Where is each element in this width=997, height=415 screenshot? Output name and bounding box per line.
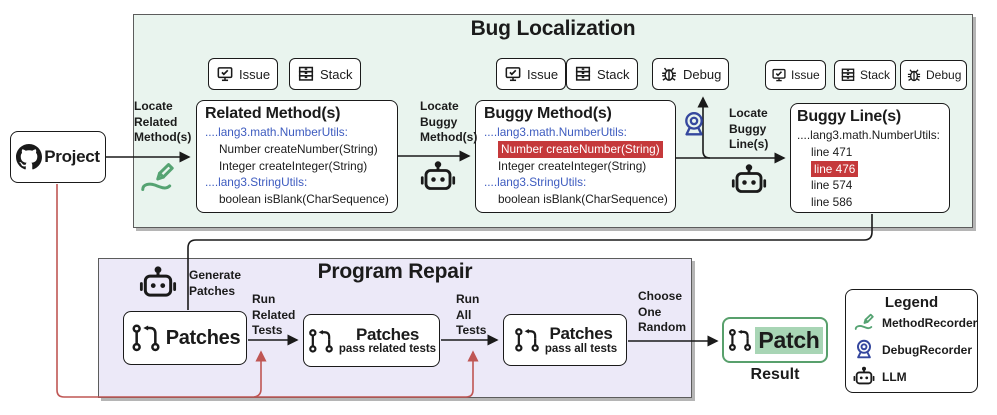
debug-chip-3: Debug: [900, 60, 968, 90]
github-icon: [16, 144, 43, 170]
code-line: line 574: [811, 178, 853, 193]
debug-chip-2: Debug: [652, 58, 730, 90]
patches-title: Patches: [549, 324, 613, 344]
pen-squiggle-icon: [138, 160, 176, 198]
stack-icon: [840, 67, 856, 83]
patches-title: Patches: [165, 326, 241, 349]
bug-icon: [660, 65, 678, 83]
code-line: Number createNumber(String): [219, 141, 378, 156]
project-label: Project: [44, 147, 100, 166]
chip-label: Stack: [860, 68, 891, 82]
buggy-lines-box: Buggy Line(s) ....lang3.math.NumberUtils…: [790, 103, 950, 213]
code-line: Integer createInteger(String): [498, 158, 647, 173]
patches-subtitle: pass all tests: [544, 342, 618, 355]
choose-one-random-label: Choose One Random: [638, 289, 686, 335]
patches-box-1: Patches: [123, 311, 247, 365]
code-line: Integer createInteger(String): [219, 158, 368, 173]
patches-box-3: Patches pass all tests: [503, 314, 627, 366]
stack-chip-3: Stack: [834, 60, 897, 90]
patches-subtitle: pass related tests: [338, 343, 437, 356]
project-box: Project: [10, 131, 106, 183]
code-line: boolean isBlank(CharSequence): [498, 192, 668, 206]
stack-icon: [297, 65, 315, 83]
legend-title: Legend: [884, 294, 939, 311]
legend-label: DebugRecorder: [882, 343, 973, 357]
robot-icon: [139, 265, 177, 303]
code-line: ....lang3.math.NumberUtils:: [797, 128, 940, 142]
issue-chip-2: Issue: [496, 58, 567, 90]
issue-chip-3: Issue: [765, 60, 826, 90]
legend-label: LLM: [882, 370, 907, 384]
legend-label: MethodRecorder: [882, 316, 978, 330]
legend-item-debug-recorder: DebugRecorder: [853, 338, 973, 362]
bug-localization-title: Bug Localization: [470, 17, 636, 40]
code-line: line 471: [811, 144, 853, 159]
patch-label: Patch: [755, 326, 823, 354]
patches-box-2: Patches pass related tests: [303, 314, 440, 367]
stack-icon: [574, 65, 592, 83]
result-caption: Result: [750, 366, 800, 383]
locate-buggy-method-label: Locate Buggy Method(s): [420, 99, 478, 145]
highlighted-method: Number createNumber(String): [498, 140, 663, 158]
patches-title: Patches: [355, 324, 420, 344]
chip-label: Debug: [683, 66, 722, 82]
monitor-check-icon: [216, 65, 234, 83]
code-line: ....lang3.math.NumberUtils:: [205, 125, 348, 139]
stack-chip-1: Stack: [289, 58, 361, 90]
webcam-icon: [853, 338, 875, 362]
locate-buggy-line-label: Locate Buggy Line(s): [729, 106, 769, 152]
git-compare-icon: [130, 322, 162, 354]
chip-label: Issue: [239, 66, 271, 82]
bug-icon: [906, 67, 922, 83]
git-compare-icon: [307, 327, 335, 355]
highlighted-line: line 476: [811, 160, 859, 178]
code-line: line 586: [811, 195, 853, 209]
webcam-icon: [680, 109, 708, 141]
legend-box: Legend MethodRecorder DebugRecorder LLM: [845, 289, 978, 393]
code-line: boolean isBlank(CharSequence): [219, 192, 389, 206]
legend-item-llm: LLM: [853, 366, 970, 388]
box-title: Buggy Line(s): [797, 108, 902, 125]
box-title: Buggy Method(s): [484, 105, 612, 122]
patch-result-box: Patch: [722, 317, 828, 363]
robot-icon: [420, 160, 456, 196]
program-repair-title: Program Repair: [317, 260, 473, 283]
stack-chip-2: Stack: [566, 58, 638, 90]
code-line: ....lang3.StringUtils:: [205, 175, 308, 190]
chip-label: Debug: [926, 68, 962, 82]
chip-label: Stack: [597, 66, 630, 82]
legend-item-method-recorder: MethodRecorder: [853, 312, 977, 334]
code-line: ....lang3.math.NumberUtils:: [484, 125, 627, 139]
monitor-check-icon: [771, 67, 787, 83]
chip-label: Stack: [320, 66, 353, 82]
related-methods-box: Related Method(s) ....lang3.math.NumberU…: [196, 100, 398, 213]
robot-icon: [731, 163, 767, 199]
buggy-methods-box: Buggy Method(s) ....lang3.math.NumberUti…: [475, 100, 676, 213]
issue-chip-1: Issue: [208, 58, 279, 90]
robot-icon: [853, 366, 875, 388]
code-line-highlighted: line 476: [797, 160, 943, 178]
git-compare-icon: [513, 326, 541, 354]
pen-squiggle-icon: [853, 312, 875, 334]
chip-label: Issue: [527, 66, 559, 82]
chip-label: Issue: [791, 68, 820, 82]
run-all-tests-label: Run All Tests: [456, 292, 487, 338]
git-compare-icon: [727, 327, 753, 353]
code-line: ....lang3.StringUtils:: [484, 175, 587, 190]
box-title: Related Method(s): [205, 105, 341, 122]
run-related-tests-label: Run Related Tests: [252, 292, 296, 338]
generate-patches-label: Generate Patches: [189, 268, 242, 298]
code-line-highlighted: Number createNumber(String): [484, 140, 667, 158]
locate-related-label: Locate Related Method(s): [134, 99, 192, 145]
monitor-check-icon: [504, 65, 522, 83]
